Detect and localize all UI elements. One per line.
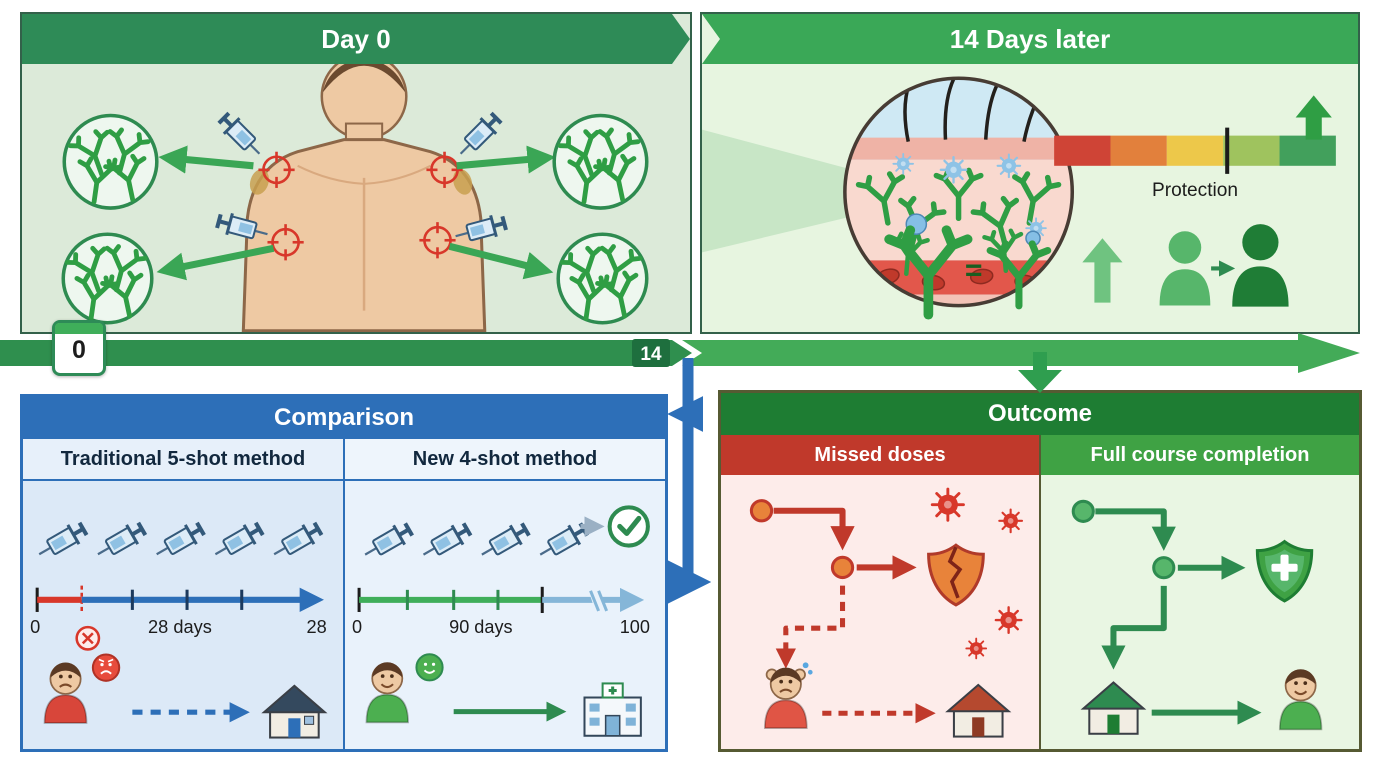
check-circle-icon	[607, 505, 650, 548]
unhappy-patient-icon	[43, 661, 88, 724]
arrow-up-icon	[1295, 95, 1332, 140]
syringe-icon	[216, 110, 267, 161]
timeline-arrowhead	[1298, 333, 1360, 373]
tick-end-label: 28	[307, 617, 327, 637]
completion-path-arrow	[1101, 585, 1167, 670]
day0-title: Day 0	[321, 23, 391, 54]
blue-connector-to-outcome	[667, 358, 712, 604]
dose-node	[1152, 556, 1176, 580]
house-icon	[263, 684, 326, 739]
full-course-column: Full course completion	[1041, 435, 1359, 749]
virus-icon	[994, 606, 1023, 635]
timeline-band: 14	[0, 333, 1360, 373]
day0-illustration	[61, 64, 649, 332]
equals-sign: =	[965, 255, 983, 288]
traditional-method-title: Traditional 5-shot method	[23, 439, 343, 481]
panel-outcome: Outcome Missed doses	[718, 390, 1362, 752]
person-icon	[1159, 231, 1211, 306]
antibody-circle	[62, 113, 159, 210]
new-method-title: New 4-shot method	[345, 439, 665, 481]
antibody-circle	[61, 232, 154, 325]
new-method-illustration: 0 90 days 100	[352, 505, 650, 737]
later-header: 14 Days later	[702, 14, 1358, 64]
later-title: 14 Days later	[949, 23, 1111, 54]
timeline-28-days: 0 28 days 28	[30, 585, 327, 637]
full-course-title: Full course completion	[1041, 435, 1359, 475]
missed-path-arrow	[775, 585, 846, 669]
traditional-method-column: Traditional 5-shot method	[23, 439, 345, 749]
panel-14-days-later: 14 Days later	[700, 12, 1360, 334]
arrow-up-icon	[1082, 238, 1123, 303]
antibody-equivalence: =	[889, 213, 1289, 315]
panel-day0: Day 0	[20, 12, 692, 334]
broken-shield-icon	[927, 543, 985, 607]
antibody-spread-arrows	[156, 145, 556, 281]
outcome-title: Outcome	[987, 400, 1092, 427]
antibody-circle	[556, 232, 649, 325]
panel-comparison: Comparison Traditional 5-shot method	[20, 394, 668, 752]
dose-node	[1071, 499, 1095, 523]
worried-patient-icon	[763, 662, 813, 730]
hair-icons	[903, 79, 1044, 143]
comparison-header: Comparison	[23, 397, 665, 439]
virus-icon	[998, 508, 1024, 534]
comparison-title: Comparison	[273, 404, 414, 431]
angry-speech-bubble-icon	[91, 653, 121, 682]
virus-icon	[965, 637, 988, 660]
patient-back-figure	[241, 64, 487, 332]
new-method-column: New 4-shot method	[345, 439, 665, 749]
calendar-icon: 0	[52, 320, 106, 376]
protection-label: Protection	[1152, 180, 1238, 201]
path-arrow	[773, 507, 855, 551]
healthy-patient-icon	[1278, 668, 1323, 731]
antibody-circle	[552, 113, 649, 210]
path-arrow	[1095, 508, 1176, 551]
missed-doses-title: Missed doses	[721, 435, 1039, 475]
zoom-beam	[702, 129, 853, 253]
dose-node	[830, 555, 855, 580]
calendar-day-number: 0	[72, 336, 86, 364]
tick-mid-label: 28 days	[148, 617, 212, 637]
shield-cross-icon	[1255, 540, 1314, 603]
protection-gauge: Protection	[1054, 95, 1336, 201]
tick-start-label: 0	[352, 617, 362, 637]
missed-doses-column: Missed doses	[721, 435, 1041, 749]
dose-node	[749, 499, 774, 523]
tick-end-label: 100	[620, 617, 650, 637]
full-course-illustration	[1071, 499, 1323, 735]
syringe-icon	[453, 110, 504, 161]
day14-tab	[632, 339, 670, 367]
timeline-90-days: 0 90 days 100	[352, 586, 650, 637]
syringe-row	[34, 519, 324, 564]
house-icon	[946, 683, 1010, 738]
later-illustration: Protection =	[702, 76, 1336, 332]
tick-start-label: 0	[30, 617, 40, 637]
virus-icon	[930, 487, 965, 522]
house-icon	[1082, 681, 1145, 735]
skin-cross-section	[843, 76, 1075, 308]
person-icon	[1232, 224, 1289, 307]
day0-header: Day 0	[22, 14, 690, 64]
injection-patch	[453, 169, 473, 195]
traditional-method-illustration: 0 28 days 28	[30, 481, 327, 739]
hospital-icon	[583, 682, 642, 737]
tick-mid-label: 90 days	[449, 617, 512, 637]
missed-doses-illustration	[749, 487, 1024, 738]
happy-speech-bubble-icon	[415, 653, 444, 682]
outcome-header: Outcome	[721, 393, 1359, 435]
happy-patient-icon	[365, 661, 409, 724]
day14-label: 14	[640, 344, 662, 365]
calendar-top-band	[55, 323, 103, 334]
x-circle-icon	[75, 625, 101, 651]
syringe-row	[360, 520, 590, 564]
